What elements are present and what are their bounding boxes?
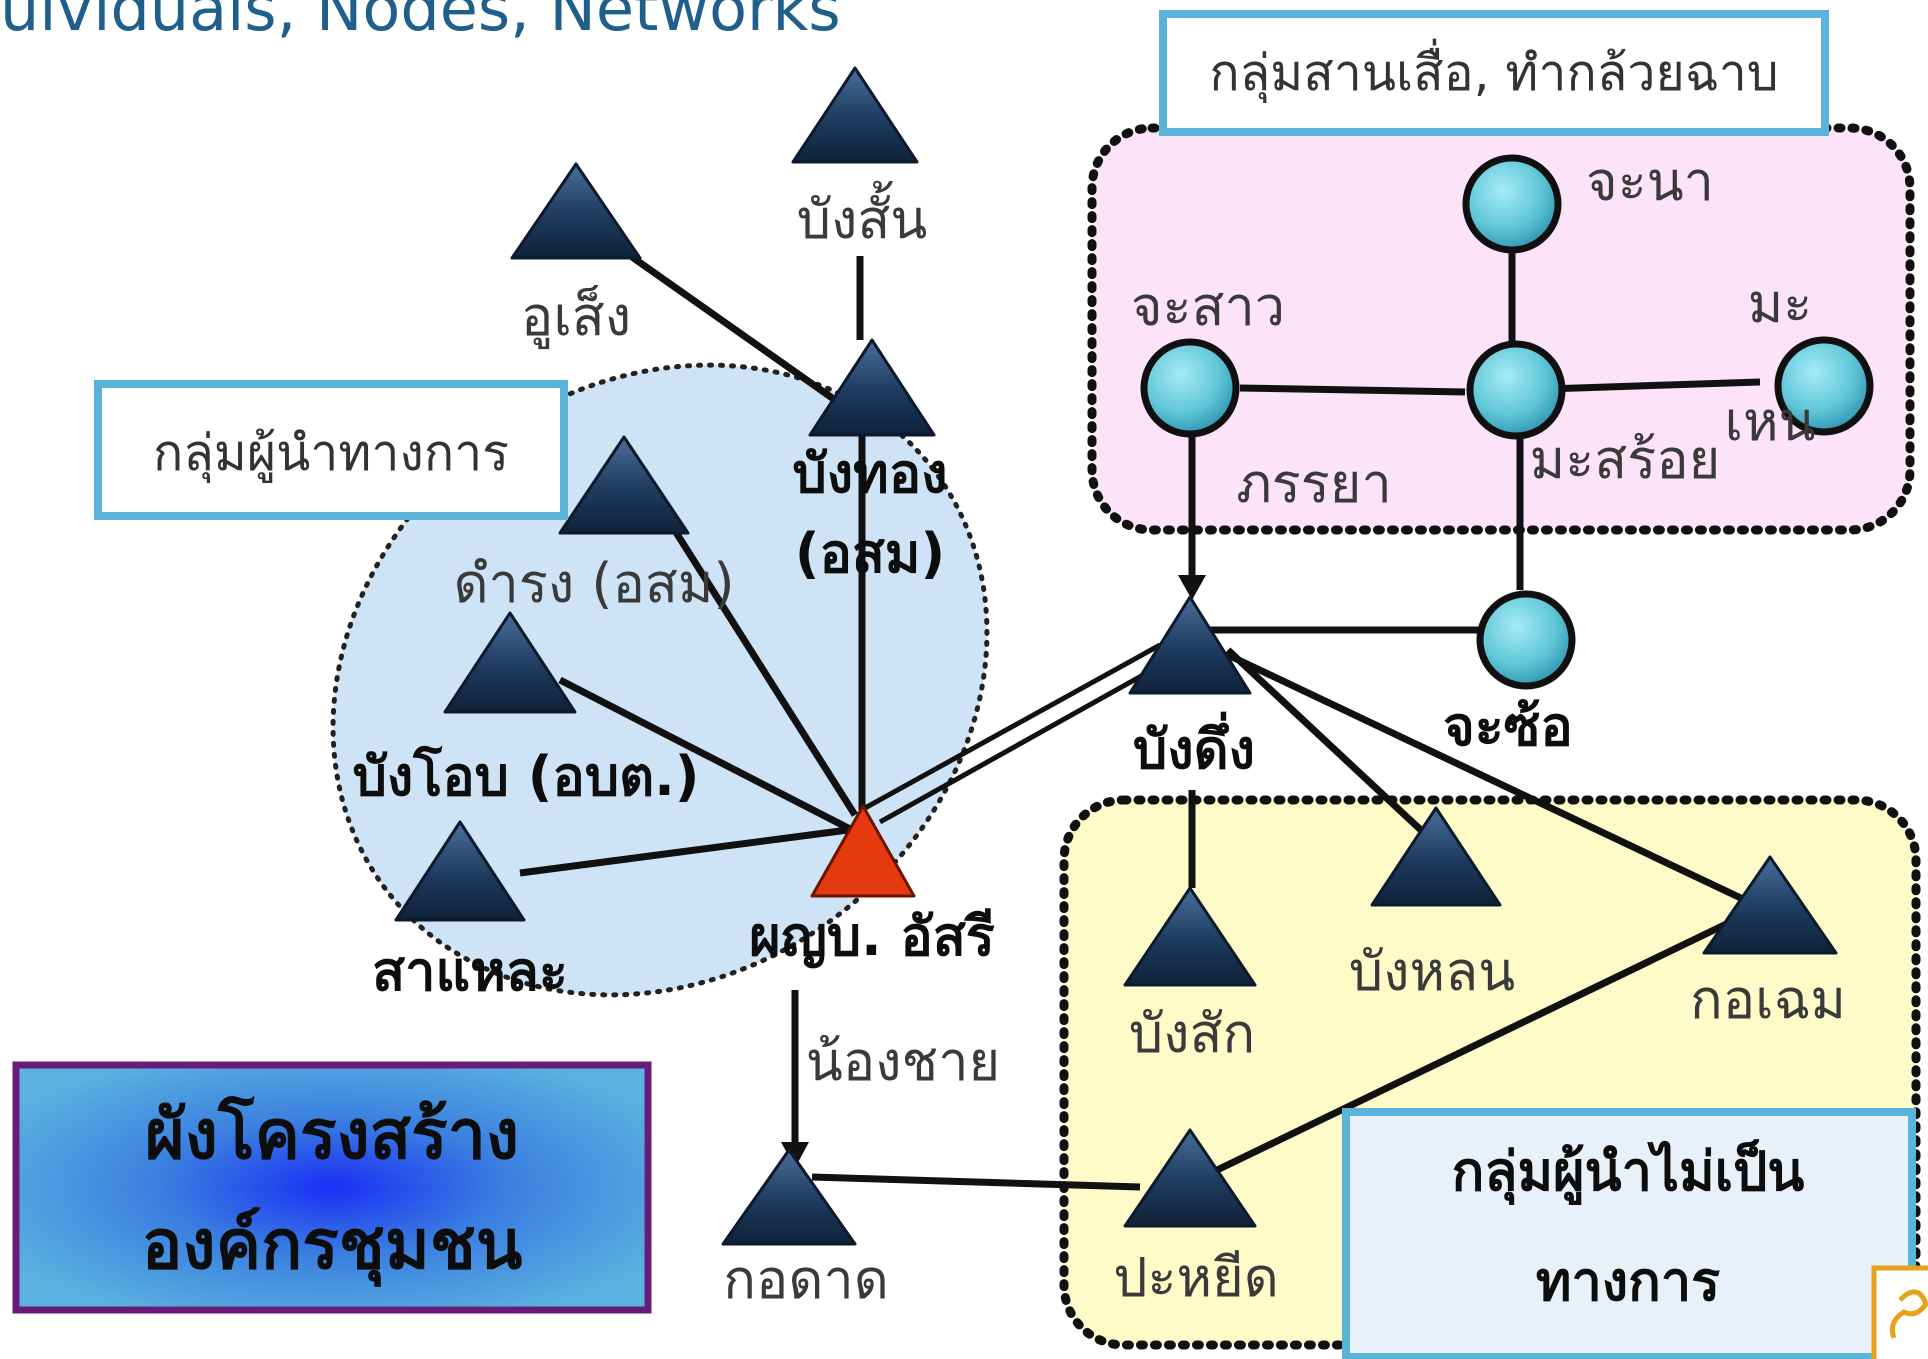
label-headman: ผญบ. อัสรี <box>749 905 995 968</box>
node-payuet-icon <box>1123 1128 1257 1228</box>
title-box <box>12 1061 652 1314</box>
label-sale: สาแหละ <box>372 940 568 1003</box>
label-useng: อูเส็ง <box>521 285 631 349</box>
edge-bangding-kochoem <box>1226 651 1747 904</box>
official-group-label: กลุ่มผู้นำทางการ <box>153 424 509 483</box>
edge-jasao-masoi <box>1239 384 1466 396</box>
node-headman-icon[interactable] <box>810 804 916 898</box>
edge-headman-bangding-a <box>863 642 1162 811</box>
node-useng-icon <box>510 162 642 260</box>
edge-sale-headman <box>519 826 849 877</box>
unofficial-group-box <box>1342 1108 1916 1359</box>
official-group-box <box>94 380 568 520</box>
label-jana: จะนา <box>1586 150 1714 213</box>
node-bangsan-icon <box>791 66 919 164</box>
node-jasao-icon <box>1140 338 1240 438</box>
person-nodes <box>394 66 1838 1246</box>
weaving-group-box <box>1159 10 1829 136</box>
node-kochoem-icon <box>1702 855 1838 955</box>
label-ma: มะ <box>1748 272 1813 335</box>
edge-label-wife: ภรรยา <box>1236 452 1392 515</box>
node-bangthong-icon <box>808 338 936 437</box>
label-hen: เหน <box>1725 390 1816 453</box>
page-heading: uividuals, Nodes, Networks <box>0 0 841 45</box>
edge-payuet-kochoem <box>1211 911 1747 1176</box>
weaving-group-label: กลุ่มสานเสื่อ, ทำกล้วยฉาบ <box>1209 39 1778 103</box>
node-jana-icon <box>1462 154 1562 254</box>
edge-bangding-banglon <box>1225 647 1426 835</box>
label-bangsak: บังสัก <box>1129 1002 1255 1065</box>
node-jaso-icon <box>1476 590 1576 690</box>
label-bangthong-2: (อสม) <box>795 522 945 585</box>
edge-bangop-headman <box>558 676 854 834</box>
title-line-1: ผังโครงสร้าง <box>145 1095 519 1175</box>
node-bangding-icon <box>1128 595 1252 695</box>
edge-kodat-payuet <box>811 1173 1141 1191</box>
node-damrong-icon <box>558 435 690 535</box>
edge-label-younger-brother: น้องชาย <box>806 1030 1000 1093</box>
node-bangop-icon <box>443 611 577 714</box>
label-bangthong-1: บังทอง <box>792 442 947 505</box>
label-payuet: ปะหยีด <box>1113 1246 1279 1309</box>
label-damrong: ดำรง (อสม) <box>453 552 734 615</box>
node-banglon-icon <box>1370 806 1502 907</box>
label-kochoem: กอเฉม <box>1690 968 1846 1031</box>
label-jasao: จะสาว <box>1131 275 1285 338</box>
node-sale-icon <box>394 820 526 922</box>
unofficial-group-label-2: ทางการ <box>1536 1250 1720 1313</box>
label-bangding: บังดึ่ง <box>1133 711 1255 781</box>
node-kodat-icon <box>721 1148 857 1246</box>
corner-logo-icon <box>1871 1265 1928 1359</box>
network-edges <box>519 240 1761 1191</box>
edge-useng-bangthong <box>629 254 838 403</box>
title-line-2: องค์กรชุมชน <box>142 1206 523 1287</box>
label-jaso: จะซ้อ <box>1443 695 1573 758</box>
unofficial-group-label-1: กลุ่มผู้นำไม่เป็น <box>1452 1140 1805 1206</box>
official-leaders-region <box>330 362 990 998</box>
node-mahen-icon <box>1774 336 1874 436</box>
label-bangop: บังโอบ (อบต.) <box>353 745 700 808</box>
arrow-to-bangding <box>1178 575 1206 600</box>
label-masoi: มะสร้อย <box>1530 428 1721 491</box>
node-masoi-icon <box>1466 340 1566 440</box>
label-kodat: กอดาด <box>723 1248 889 1311</box>
edge-damrong-headman <box>662 513 858 817</box>
arrow-to-kodat <box>781 1142 809 1168</box>
label-banglon: บังหลน <box>1349 940 1515 1003</box>
label-bangsan: บังสั้น <box>797 181 928 251</box>
edge-headman-bangding-b <box>878 657 1172 825</box>
node-bangsak-icon <box>1123 886 1257 987</box>
weaving-nodes <box>1140 154 1874 690</box>
node-labels: บังสั้น อูเส็ง บังทอง (อสม) ดำรง (อสม) บ… <box>353 150 1846 1311</box>
